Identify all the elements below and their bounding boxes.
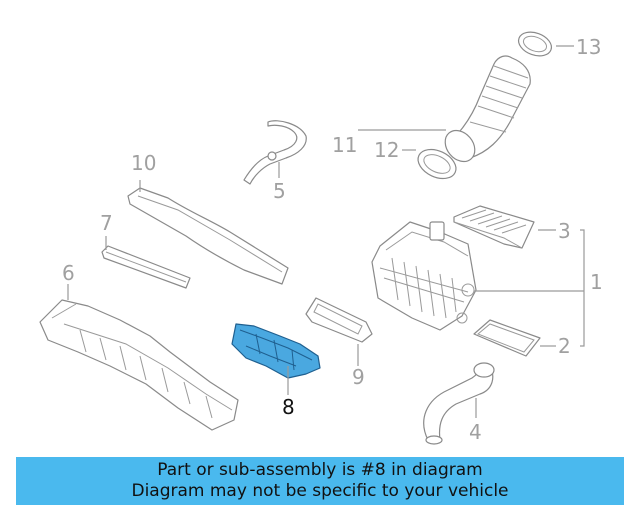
callout-10: 10: [131, 151, 156, 175]
part-1-air-cleaner: [371, 221, 477, 331]
part-8-highlighted: [231, 323, 321, 379]
banner-line-part: Part or sub-assembly is #8 in diagram: [157, 460, 483, 480]
part-11-intake-hose: [444, 55, 531, 163]
callout-12: 12: [374, 138, 399, 162]
parts-diagram: 13 11 12 10 5 7 3 6 1 2 9 8 4: [39, 31, 603, 445]
part-6-cowl-panel: [39, 299, 239, 431]
part-2-cover: [473, 319, 541, 357]
part-10-seal: [127, 187, 289, 285]
info-banner: Part or sub-assembly is #8 in diagram Di…: [16, 457, 624, 505]
part-12-clamp: [417, 148, 457, 180]
part-9-bracket: [305, 297, 373, 343]
callout-7: 7: [100, 211, 113, 235]
callout-6: 6: [62, 261, 75, 285]
banner-line-disclaimer: Diagram may not be specific to your vehi…: [131, 481, 509, 501]
leader-lines: [67, 45, 585, 418]
part-4-hose: [423, 362, 495, 445]
callout-1: 1: [590, 270, 603, 294]
callout-9: 9: [352, 365, 365, 389]
part-3-filter-element: [453, 205, 535, 249]
callout-11: 11: [332, 133, 357, 157]
callout-4: 4: [469, 420, 482, 444]
part-7-strip: [101, 245, 191, 289]
callout-5: 5: [273, 179, 286, 203]
callout-13: 13: [576, 35, 601, 59]
callout-3: 3: [558, 219, 571, 243]
callout-8: 8: [282, 395, 295, 419]
part-13-clamp: [517, 31, 553, 57]
callout-2: 2: [558, 334, 571, 358]
part-5-hose: [243, 120, 307, 185]
